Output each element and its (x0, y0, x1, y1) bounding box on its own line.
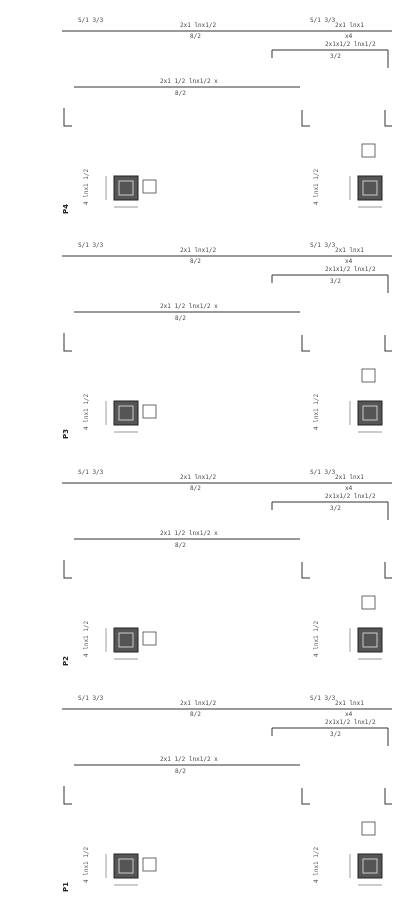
mid-bar-text: 2x1 1/2 lnx1/2 x (160, 530, 218, 537)
right-bar-sub: 3/2 (330, 505, 341, 512)
panel-label: P2 (62, 656, 70, 666)
tie-right (384, 110, 392, 127)
column-section-right (349, 368, 383, 433)
top-bar-text: 2x1 lnx1/2 (180, 247, 217, 254)
column-section-left (105, 627, 157, 660)
panel-p4: S/1 3/3 S/1 3/3 2x1 lnx1/2 8/2 2x1 lnx1 … (62, 17, 392, 214)
left-note: 4 lnx1 1/2 (83, 846, 90, 883)
tie-right (384, 335, 392, 352)
top-bar-text: 2x1 lnx1/2 (180, 22, 217, 29)
top-bar-text: 2x1 lnx1/2 (180, 700, 217, 707)
right-note: 4 lnx1 1/2 (313, 393, 320, 430)
tag-right: S/1 3/3 (310, 469, 336, 476)
short-bar-text: 2x1 lnx1 (335, 474, 364, 481)
tag-right: S/1 3/3 (310, 242, 336, 249)
top-bar-text: 2x1 lnx1/2 (180, 474, 217, 481)
tie-left (63, 108, 72, 127)
right-note: 4 lnx1 1/2 (313, 846, 320, 883)
tie-right (384, 788, 392, 805)
tag-left: S/1 3/3 (78, 469, 104, 476)
right-bar-sub: 3/2 (330, 53, 341, 60)
panel-p2: S/1 3/3 S/1 3/3 2x1 lnx1/2 8/2 2x1 lnx1 … (62, 469, 392, 666)
mid-bar-text: 2x1 1/2 lnx1/2 x (160, 756, 218, 763)
short-bar-text: 2x1 lnx1 (335, 700, 364, 707)
top-bar-sub: 8/2 (190, 33, 201, 40)
tie-right (384, 562, 392, 579)
top-bar-sub: 8/2 (190, 485, 201, 492)
mid-bar-text: 2x1 1/2 lnx1/2 x (160, 303, 218, 310)
tie-left (63, 560, 72, 579)
tie-mid (301, 110, 310, 127)
right-bar-sub: 3/2 (330, 731, 341, 738)
short-bar-sub: x4 (345, 258, 353, 265)
panel-label: P3 (62, 429, 70, 439)
tag-right: S/1 3/3 (310, 17, 336, 24)
column-section-right (349, 821, 383, 886)
mid-bar-sub: 8/2 (175, 90, 186, 97)
right-bar-text: 2x1x1/2 lnx1/2 (325, 266, 376, 273)
column-section-left (105, 853, 157, 886)
mid-bar-sub: 8/2 (175, 315, 186, 322)
column-section-left (105, 400, 157, 433)
top-bar-sub: 8/2 (190, 711, 201, 718)
tie-mid (301, 562, 310, 579)
panel-label: P4 (62, 204, 70, 214)
tie-mid (301, 788, 310, 805)
mid-bar-sub: 8/2 (175, 542, 186, 549)
right-note: 4 lnx1 1/2 (313, 168, 320, 205)
short-bar-sub: x4 (345, 33, 353, 40)
left-note: 4 lnx1 1/2 (83, 393, 90, 430)
right-bar-text: 2x1x1/2 lnx1/2 (325, 41, 376, 48)
tie-mid (301, 335, 310, 352)
tie-left (63, 786, 72, 805)
panel-p3: S/1 3/3 S/1 3/3 2x1 lnx1/2 8/2 2x1 lnx1 … (62, 242, 392, 439)
tag-left: S/1 3/3 (78, 242, 104, 249)
left-note: 4 lnx1 1/2 (83, 620, 90, 657)
column-section-right (349, 595, 383, 660)
tie-left (63, 333, 72, 352)
right-note: 4 lnx1 1/2 (313, 620, 320, 657)
short-bar-text: 2x1 lnx1 (335, 22, 364, 29)
panel-p1: S/1 3/3 S/1 3/3 2x1 lnx1/2 8/2 2x1 lnx1 … (62, 695, 392, 892)
tag-right: S/1 3/3 (310, 695, 336, 702)
mid-bar-sub: 8/2 (175, 768, 186, 775)
column-section-right (349, 143, 383, 208)
column-section-left (105, 175, 157, 208)
panel-label: P1 (62, 882, 70, 892)
right-bar-sub: 3/2 (330, 278, 341, 285)
top-bar-sub: 8/2 (190, 258, 201, 265)
right-bar-text: 2x1x1/2 lnx1/2 (325, 493, 376, 500)
right-bar-text: 2x1x1/2 lnx1/2 (325, 719, 376, 726)
short-bar-text: 2x1 lnx1 (335, 247, 364, 254)
short-bar-sub: x4 (345, 711, 353, 718)
tag-left: S/1 3/3 (78, 17, 104, 24)
short-bar-sub: x4 (345, 485, 353, 492)
left-note: 4 lnx1 1/2 (83, 168, 90, 205)
mid-bar-text: 2x1 1/2 lnx1/2 x (160, 78, 218, 85)
tag-left: S/1 3/3 (78, 695, 104, 702)
